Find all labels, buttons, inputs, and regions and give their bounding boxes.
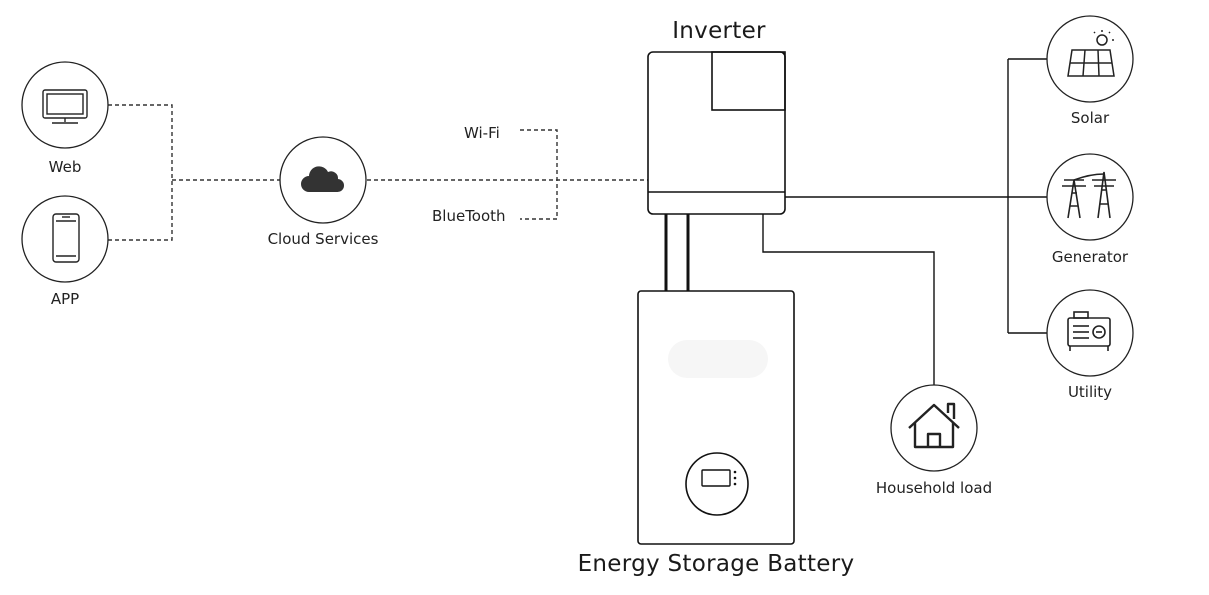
generator-node — [1046, 153, 1134, 241]
monitor-icon — [42, 89, 88, 124]
wifi-label: Wi-Fi — [464, 124, 500, 142]
cloud-label: Cloud Services — [267, 230, 379, 248]
solar-node — [1046, 15, 1134, 103]
battery-cables — [664, 214, 690, 291]
power-lines — [762, 58, 1048, 386]
utility-label: Utility — [1067, 383, 1113, 401]
cloud-icon — [301, 166, 345, 193]
inverter-display-panel — [711, 51, 786, 111]
household-node — [890, 384, 978, 472]
web-label: Web — [48, 158, 82, 176]
battery-display-icon — [685, 452, 749, 516]
web-link — [108, 104, 173, 241]
app-label: APP — [50, 290, 80, 308]
battery-label: Energy Storage Battery — [577, 551, 855, 577]
inverter-body — [647, 51, 786, 215]
communication-links — [108, 104, 648, 241]
cloud-node — [279, 136, 367, 224]
inverter-label: Inverter — [672, 18, 766, 44]
battery-logo-placeholder — [668, 340, 768, 378]
smartphone-icon — [52, 213, 80, 263]
battery — [637, 290, 795, 545]
app-node — [21, 195, 109, 283]
household-label: Household load — [875, 479, 993, 497]
utility-node — [1046, 289, 1134, 377]
transmission-tower-icon — [1062, 171, 1116, 219]
generator-icon — [1067, 311, 1111, 351]
generator-label: Generator — [1051, 248, 1129, 266]
web-node — [21, 61, 109, 149]
solar-label: Solar — [1070, 109, 1110, 127]
house-icon — [908, 402, 960, 449]
inverter — [647, 51, 786, 215]
household-line — [762, 214, 935, 386]
wifi-link — [520, 129, 558, 220]
bluetooth-label: BlueTooth — [432, 207, 506, 225]
solar-panel-icon — [1067, 30, 1115, 77]
